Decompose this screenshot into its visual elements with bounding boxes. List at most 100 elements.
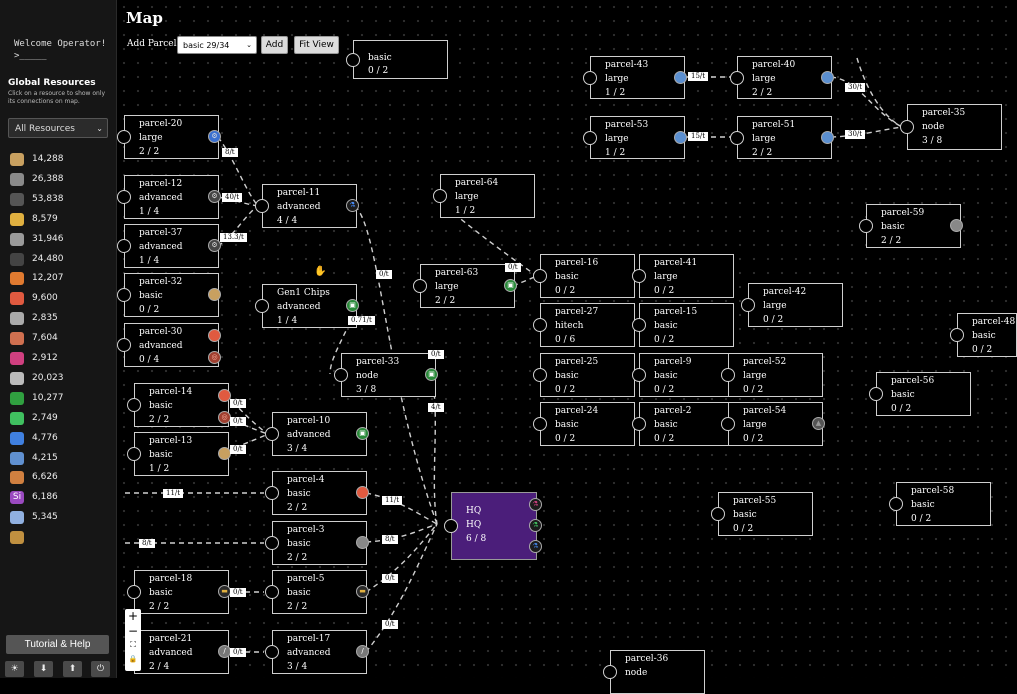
input-port[interactable]: [265, 585, 279, 599]
input-port[interactable]: [730, 130, 744, 145]
blue-box-icon[interactable]: [674, 130, 687, 144]
input-port[interactable]: [117, 130, 131, 144]
input-port[interactable]: [117, 338, 131, 352]
input-port[interactable]: [346, 52, 360, 67]
input-port[interactable]: [950, 328, 964, 342]
green-flask-icon[interactable]: ⚗: [529, 519, 542, 532]
gear-icon[interactable]: ⚙: [208, 239, 221, 252]
resource-coal[interactable]: 53,838: [10, 191, 110, 209]
input-port[interactable]: [255, 299, 269, 313]
download-button[interactable]: ⬇: [34, 661, 53, 677]
resource-bricks[interactable]: 9,600: [10, 290, 110, 308]
input-port[interactable]: [127, 398, 141, 412]
resource-plank[interactable]: [10, 529, 110, 547]
blue-flask-icon[interactable]: ⚗: [346, 199, 359, 212]
input-port[interactable]: [900, 120, 914, 134]
steel-icon[interactable]: /: [218, 645, 231, 658]
input-port[interactable]: [632, 269, 646, 283]
power-button[interactable]: ⏻: [91, 661, 110, 677]
parcel-type-select[interactable]: basic 29/34 ⌄: [177, 36, 257, 54]
input-port[interactable]: [533, 318, 547, 332]
bricks-icon[interactable]: [208, 329, 221, 342]
resource-steel[interactable]: 20,023: [10, 370, 110, 388]
steel-icon[interactable]: /: [356, 645, 369, 658]
zoom-out-button[interactable]: −: [127, 624, 139, 638]
input-port[interactable]: [711, 507, 725, 521]
tutorial-help-button[interactable]: Tutorial & Help: [6, 635, 109, 654]
blue-box-icon[interactable]: [821, 130, 834, 144]
resource-green-flask[interactable]: 2,749: [10, 410, 110, 428]
resource-filter-select[interactable]: All Resources ⌄: [8, 118, 108, 138]
input-port[interactable]: [127, 447, 141, 461]
zoom-in-button[interactable]: +: [127, 609, 139, 623]
input-port[interactable]: [632, 368, 646, 382]
resource-copper-coil[interactable]: 7,604: [10, 330, 110, 348]
upload-button[interactable]: ⬆: [63, 661, 82, 677]
input-port[interactable]: [869, 387, 883, 401]
add-parcel-button[interactable]: Add: [261, 36, 288, 54]
ore-icon[interactable]: [208, 288, 221, 301]
input-port[interactable]: [117, 288, 131, 302]
lock-button[interactable]: 🔒: [128, 655, 138, 663]
resource-blue-flask[interactable]: 4,776: [10, 430, 110, 448]
coil-icon[interactable]: ◎: [208, 351, 221, 364]
chip-icon[interactable]: ▣: [504, 279, 517, 292]
input-port[interactable]: [889, 497, 903, 511]
resource-stone[interactable]: 26,388: [10, 171, 110, 189]
input-port[interactable]: [413, 279, 427, 293]
resource-blue-box[interactable]: 4,215: [10, 450, 110, 468]
chip-icon[interactable]: ▣: [346, 299, 359, 312]
input-port[interactable]: [255, 199, 269, 213]
bricks-icon[interactable]: [218, 389, 231, 402]
input-port[interactable]: [721, 417, 735, 431]
input-port[interactable]: [603, 665, 617, 679]
concrete-icon[interactable]: [950, 219, 963, 232]
chip-icon[interactable]: ▣: [356, 427, 369, 440]
input-port[interactable]: [265, 536, 279, 550]
resource-gear[interactable]: 2,835: [10, 310, 110, 328]
oil-icon[interactable]: ▲: [812, 417, 825, 430]
input-port[interactable]: [730, 70, 744, 85]
resource-oil[interactable]: 24,480: [10, 251, 110, 269]
input-port[interactable]: [444, 519, 458, 533]
gold-icon[interactable]: ▬: [356, 585, 369, 598]
resource-chip[interactable]: 10,277: [10, 390, 110, 408]
input-port[interactable]: [265, 486, 279, 500]
input-port[interactable]: [265, 645, 279, 659]
input-port[interactable]: [334, 368, 348, 382]
resource-red-flask[interactable]: 2,912: [10, 350, 110, 368]
input-port[interactable]: [533, 368, 547, 382]
input-port[interactable]: [583, 70, 597, 85]
